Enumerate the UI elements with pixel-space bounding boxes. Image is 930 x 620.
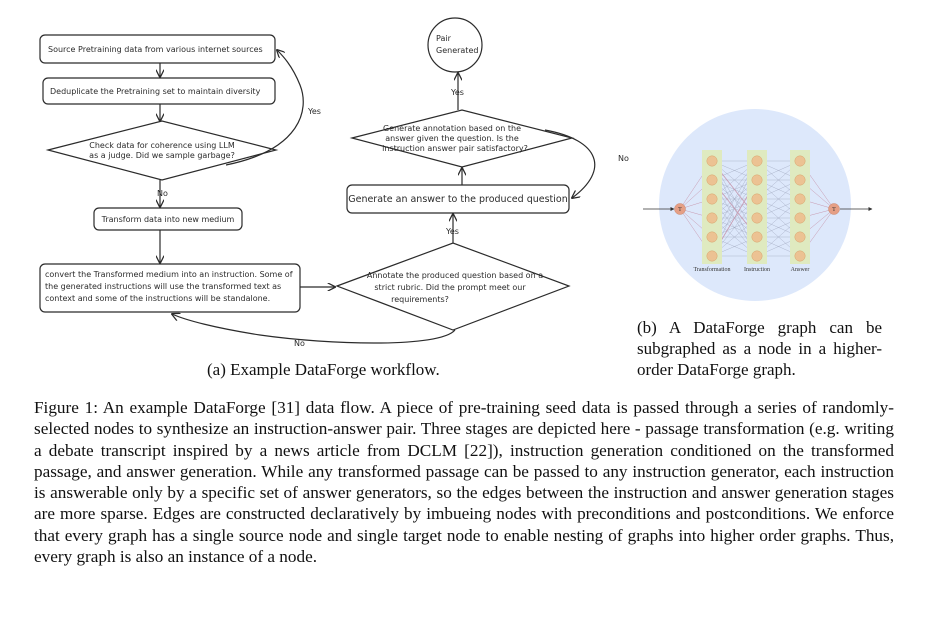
- subgraph-node: [706, 250, 718, 262]
- subgraph-node: [794, 212, 806, 224]
- subgraph-node: [706, 155, 718, 167]
- subgraph-source-node: [674, 203, 686, 215]
- node-pair-label-2: Generated: [436, 46, 478, 55]
- node-pair-generated: [427, 17, 483, 73]
- workflow-text: Source Pretraining data from various int…: [45, 34, 629, 348]
- edge-label-yes-retry: Yes: [307, 107, 321, 116]
- subgraph-node: [794, 231, 806, 243]
- subgraph-node: [751, 174, 763, 186]
- subgraph-diagram: T T Transformation Instruction Answer: [643, 109, 873, 301]
- node-transform: [93, 207, 243, 231]
- subgraph-column: [702, 150, 722, 264]
- subgraph-node: [751, 193, 763, 205]
- caption-a: (a) Example DataForge workflow.: [207, 360, 440, 379]
- node-annotate-question-label-1: Annotate the produced question based on …: [367, 271, 543, 280]
- node-convert-label-3: context and some of the instructions wil…: [45, 294, 270, 303]
- subgraph-node: [751, 212, 763, 224]
- node-annotate-question-label-3: requirements?: [391, 295, 449, 304]
- node-convert-label-1: convert the Transformed medium into an i…: [45, 270, 293, 279]
- figure-caption: Figure 1: An example DataForge [31] data…: [34, 398, 894, 567]
- node-annotate-question-label-2: strict rubric. Did the prompt meet our: [374, 283, 526, 292]
- subgraph-label-transformation: Transformation: [693, 266, 730, 273]
- subgraph-node: [751, 155, 763, 167]
- node-convert: [39, 263, 301, 313]
- node-pair-label-1: Pair: [436, 34, 452, 43]
- subgraph-node: [794, 193, 806, 205]
- subgraph-columns: [702, 150, 810, 264]
- edge-label-no-convert: No: [294, 339, 305, 348]
- subgraph-node: [706, 231, 718, 243]
- caption-b: (b) A DataForge graph can be subgraphed …: [637, 318, 882, 379]
- subgraph-node: [794, 155, 806, 167]
- subgraph-node: [751, 231, 763, 243]
- node-source-label: Source Pretraining data from various int…: [48, 45, 263, 54]
- node-annotate-answer-label-1: Generate annotation based on the: [383, 124, 521, 133]
- subgraph-column: [747, 150, 767, 264]
- node-dedup: [42, 77, 276, 105]
- subgraph-node: [706, 212, 718, 224]
- edge-label-yes-pair: Yes: [450, 88, 464, 97]
- node-annotate-answer-label-2: answer given the question. Is the: [385, 134, 519, 143]
- edge-label-no-answer-retry: No: [618, 154, 629, 163]
- node-annotate-question-diamond: [335, 242, 571, 331]
- subgraph-label-instruction: Instruction: [744, 267, 770, 273]
- node-check-diamond: [45, 120, 279, 181]
- subgraph-node: [706, 193, 718, 205]
- edge-check-yes-retry: [225, 50, 304, 166]
- subgraph-label-answer: Answer: [791, 267, 810, 273]
- subgraph-node: [794, 174, 806, 186]
- subgraph-target-node: [828, 203, 840, 215]
- node-annotate-answer-label-3: instruction answer pair satisfactory?: [382, 144, 528, 153]
- subgraph-node: [794, 250, 806, 262]
- node-check-label-2: as a judge. Did we sample garbage?: [89, 151, 235, 160]
- subgraph-target-symbol: T: [832, 207, 836, 213]
- subgraph-node: [706, 174, 718, 186]
- node-convert-label-2: the generated instructions will use the …: [45, 282, 281, 291]
- edge-annotate-no-retry: [172, 314, 456, 344]
- subgraph-column: [790, 150, 810, 264]
- node-answer: [346, 184, 570, 214]
- node-source: [39, 34, 276, 64]
- subgraph-nodes: [706, 155, 806, 262]
- workflow-diagram: [39, 17, 596, 344]
- edge-label-no-continue: No: [157, 189, 168, 198]
- subgraph-node: [751, 250, 763, 262]
- node-check-label-1: Check data for coherence using LLM: [89, 141, 235, 150]
- edge-label-yes-answer: Yes: [445, 227, 459, 236]
- node-transform-label: Transform data into new medium: [101, 215, 235, 224]
- node-dedup-label: Deduplicate the Pretraining set to maint…: [50, 87, 261, 96]
- node-answer-label: Generate an answer to the produced quest…: [348, 194, 568, 205]
- subgraph-source-symbol: T: [678, 207, 682, 213]
- edge-annotate-no-answer-retry: [544, 129, 596, 198]
